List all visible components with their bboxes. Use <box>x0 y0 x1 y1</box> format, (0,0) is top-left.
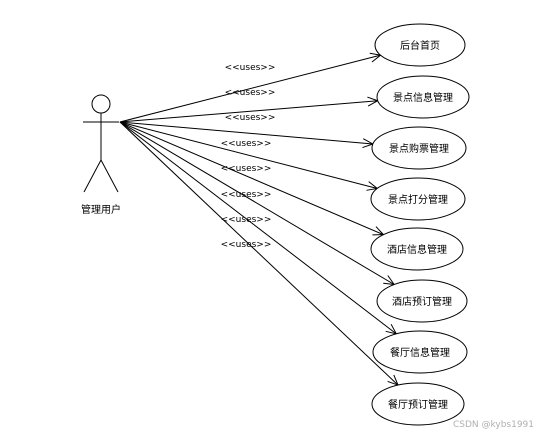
uses-label: <<uses>> <box>225 88 276 98</box>
actor-left-leg <box>83 159 102 193</box>
use-case-ellipse <box>376 75 470 119</box>
use-case-label: 景点购票管理 <box>389 142 449 155</box>
uses-label: <<uses>> <box>221 139 272 149</box>
association-line <box>119 121 373 145</box>
use-case-label: 酒店信息管理 <box>387 243 447 256</box>
association-line <box>119 121 378 189</box>
use-case-label: 酒店预订管理 <box>392 295 452 308</box>
use-case-label: 餐厅信息管理 <box>390 346 450 359</box>
uses-label: <<uses>> <box>225 113 276 123</box>
association-line <box>119 121 395 285</box>
use-case-ellipse <box>372 330 468 374</box>
use-case-ellipse <box>370 227 464 271</box>
actor-label: 管理用户 <box>81 203 121 216</box>
use-case-ellipse <box>374 23 466 67</box>
use-case-label: 景点打分管理 <box>388 193 448 206</box>
use-case-label: 景点信息管理 <box>393 91 453 104</box>
association-line <box>119 100 378 123</box>
association-line <box>119 121 397 335</box>
uses-label: <<uses>> <box>221 215 272 225</box>
use-case-label: 餐厅预订管理 <box>388 398 448 411</box>
actor: 管理用户 <box>81 94 121 216</box>
association-line <box>119 54 381 123</box>
use-case-ellipse <box>371 126 467 170</box>
actor-head <box>91 94 111 114</box>
uses-label: <<uses>> <box>225 63 276 73</box>
actor-right-leg <box>100 159 119 193</box>
uses-label: <<uses>> <box>221 164 272 174</box>
uses-label: <<uses>> <box>221 190 272 200</box>
watermark: CSDN @kybs1991 <box>453 420 534 430</box>
use-case-ellipse <box>371 382 465 426</box>
uses-label: <<uses>> <box>221 240 272 250</box>
association-line <box>119 121 399 386</box>
use-case-ellipse <box>376 279 468 323</box>
use-case-ellipse <box>370 177 466 221</box>
use-cases: 后台首页景点信息管理景点购票管理景点打分管理酒店信息管理酒店预订管理餐厅信息管理… <box>370 23 470 426</box>
relations: <<uses>> <<uses>> <<uses>> <<uses>> <<uses>>… <box>119 52 399 386</box>
use-case-label: 后台首页 <box>400 39 440 52</box>
association-line <box>119 121 384 236</box>
